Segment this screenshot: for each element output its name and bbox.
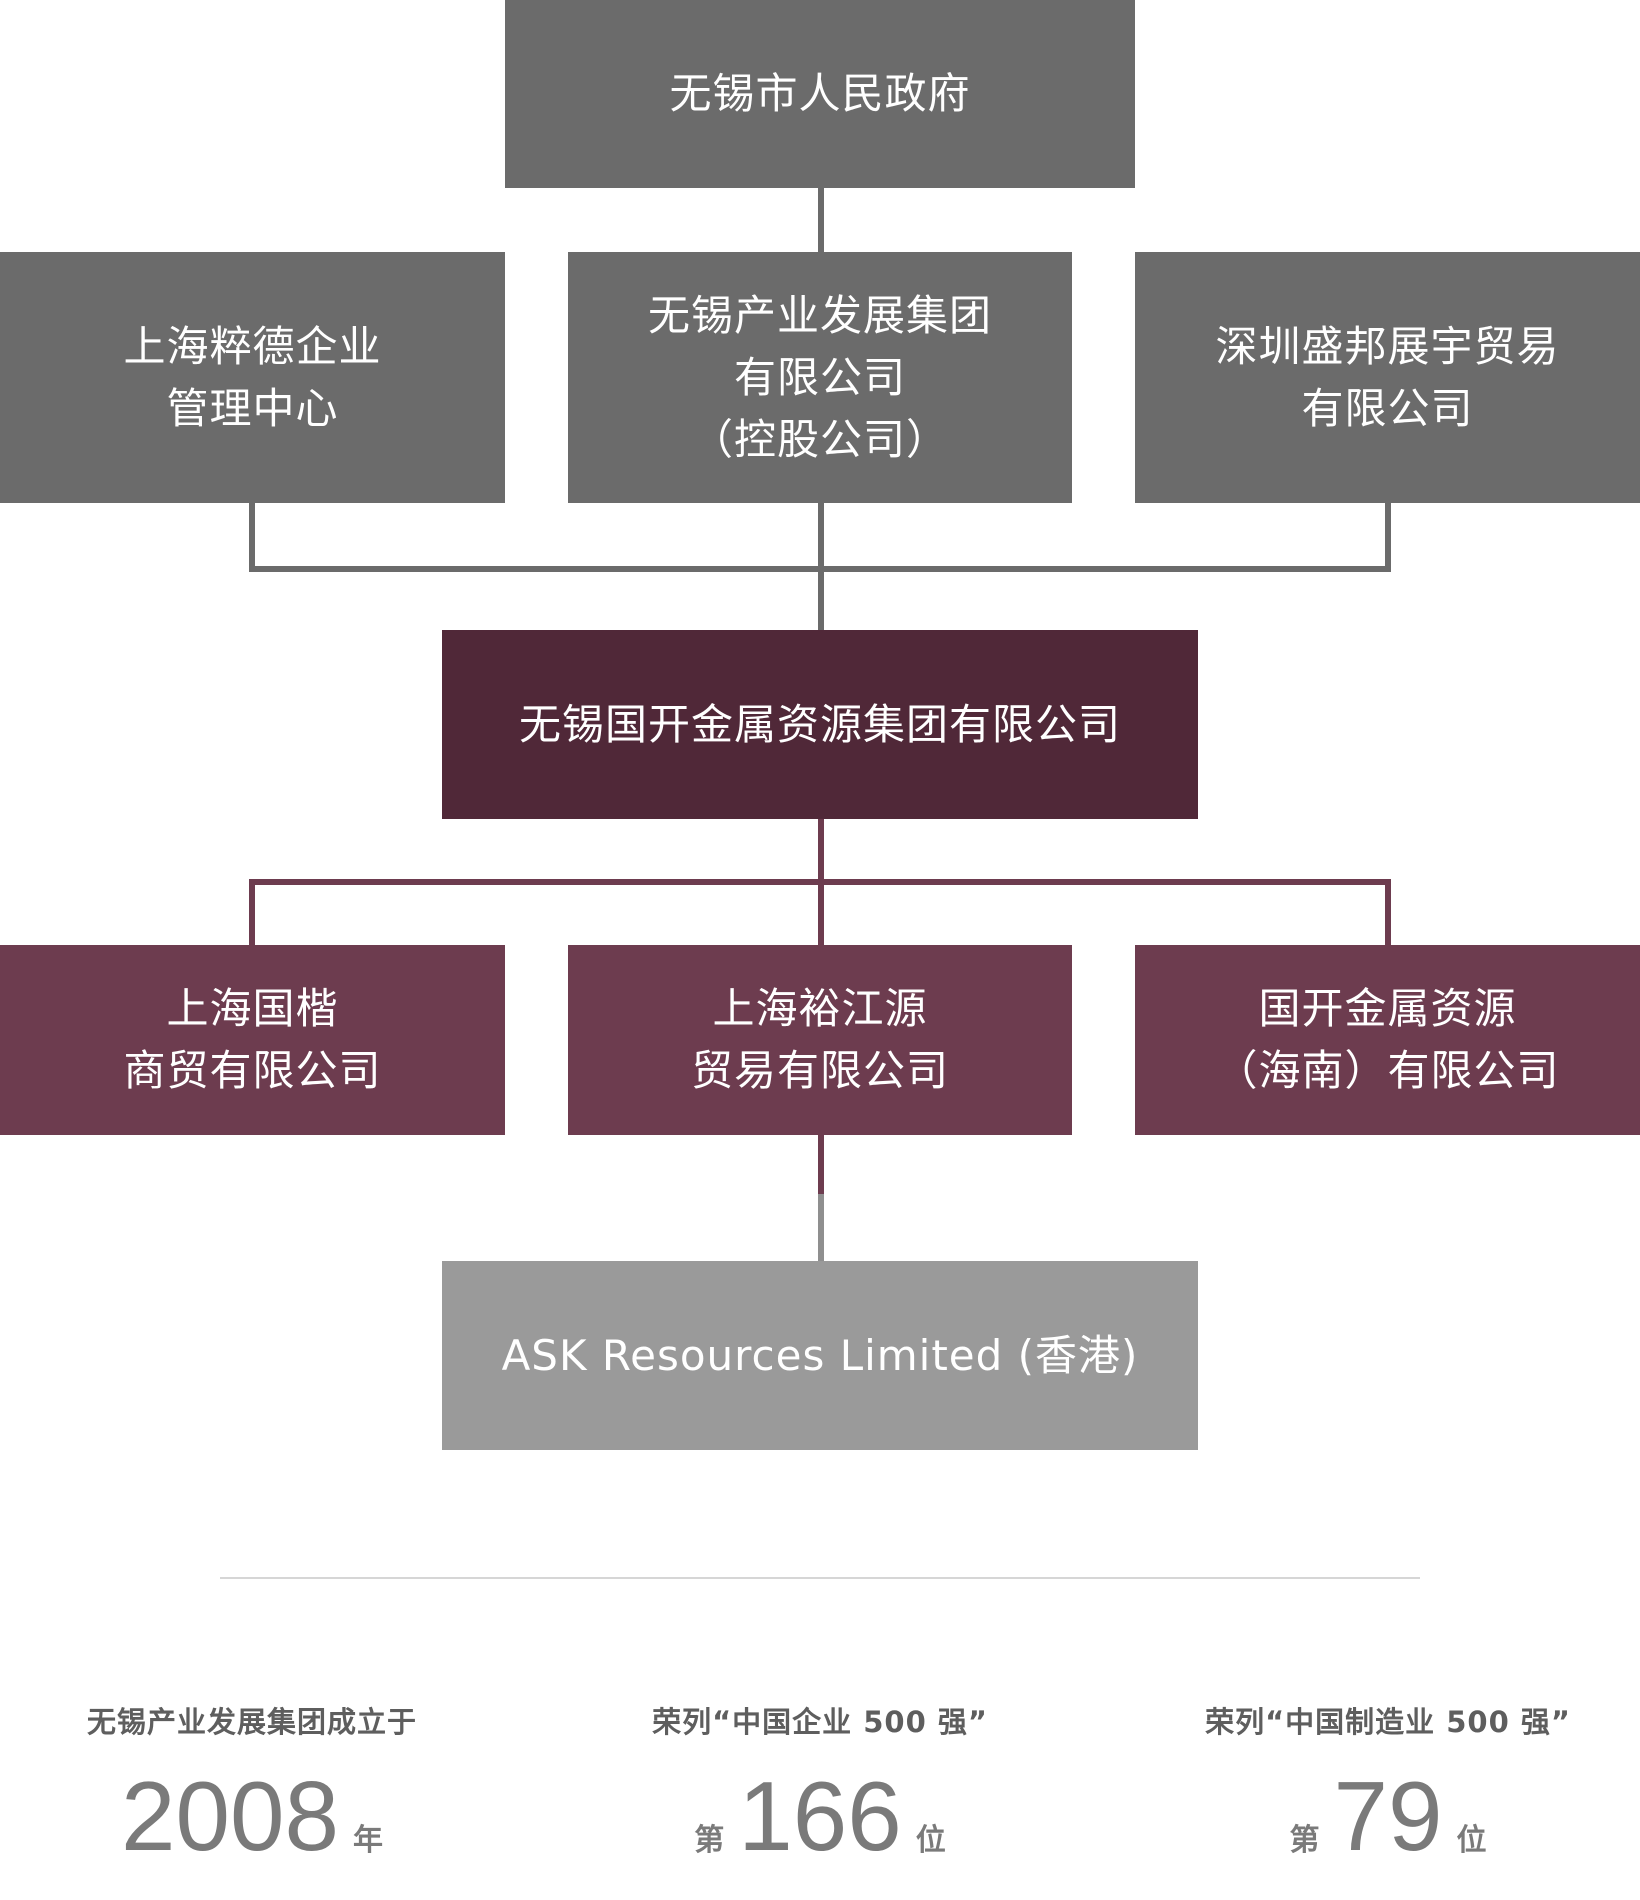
stat-founded-value: 2008	[120, 1761, 339, 1871]
subsidiary-center-line-1: 上海裕江源	[712, 984, 928, 1033]
stat-founded-suffix: 年	[353, 1823, 383, 1858]
connector-center-down	[818, 502, 824, 632]
connector-right-down	[1385, 502, 1391, 570]
subsidiary-box-center: 上海裕江源 贸易有限公司	[568, 945, 1072, 1135]
government-box: 无锡市人民政府	[505, 0, 1135, 188]
shareholder-box-right: 深圳盛邦展宇贸易 有限公司	[1135, 252, 1640, 503]
subsidiary-left-line-1: 上海国楷	[166, 984, 339, 1033]
stat-founded-caption: 无锡产业发展集团成立于	[86, 1705, 417, 1739]
connector-sub-right	[1385, 879, 1391, 948]
stat-founded: 无锡产业发展集团成立于 2008 年	[22, 1700, 482, 1866]
subsidiary-left-line-2: 商贸有限公司	[123, 1046, 382, 1095]
connector-subsidiaries-bar	[249, 879, 1391, 885]
connector-left-down	[249, 502, 255, 570]
government-label: 无锡市人民政府	[669, 69, 971, 118]
subsidiary-right-line-2: （海南）有限公司	[1215, 1046, 1560, 1095]
subsidiary-center-line-2: 贸易有限公司	[690, 1046, 949, 1095]
stat-china-500-prefix: 第	[694, 1823, 725, 1858]
stat-china-500-caption: 荣列“中国企业 500 强”	[652, 1705, 988, 1739]
shareholder-center-line-1: 无锡产业发展集团	[647, 290, 992, 340]
shareholder-box-center: 无锡产业发展集团 有限公司 （控股公司）	[568, 252, 1072, 503]
connector-sub-left	[249, 879, 255, 948]
shareholder-center-line-2: 有限公司	[733, 352, 906, 402]
stat-manufacturing-500-prefix: 第	[1289, 1823, 1320, 1858]
connector-sub-center-hk-top	[818, 1134, 824, 1194]
connector-sub-center-hk-bottom	[818, 1194, 824, 1262]
subsidiary-box-left: 上海国楷 商贸有限公司	[0, 945, 505, 1135]
stat-china-500-suffix: 位	[915, 1823, 946, 1858]
hk-subsidiary-box: ASK Resources Limited (香港)	[442, 1261, 1198, 1450]
stat-manufacturing-500-suffix: 位	[1456, 1823, 1487, 1858]
shareholder-right-line-1: 深圳盛邦展宇贸易	[1215, 321, 1560, 371]
shareholder-left-line-1: 上海粹德企业	[123, 321, 382, 371]
stat-china-500-value: 166	[738, 1761, 902, 1871]
stat-manufacturing-500-value: 79	[1333, 1761, 1443, 1871]
shareholder-center-line-3: （控股公司）	[690, 414, 949, 464]
main-company-label: 无锡国开金属资源集团有限公司	[518, 699, 1121, 749]
connector-gov-center	[818, 187, 824, 253]
shareholder-box-left: 上海粹德企业 管理中心	[0, 252, 505, 503]
shareholder-right-line-2: 有限公司	[1301, 383, 1474, 433]
stat-china-500: 荣列“中国企业 500 强” 第 166 位	[590, 1700, 1050, 1866]
stat-manufacturing-500-caption: 荣列“中国制造业 500 强”	[1205, 1705, 1571, 1739]
subsidiary-right-line-1: 国开金属资源	[1258, 984, 1517, 1033]
section-divider	[220, 1577, 1420, 1579]
main-company-box: 无锡国开金属资源集团有限公司	[442, 630, 1198, 819]
hk-subsidiary-label: ASK Resources Limited (香港)	[501, 1330, 1139, 1380]
subsidiary-box-right: 国开金属资源 （海南）有限公司	[1135, 945, 1640, 1135]
shareholder-left-line-2: 管理中心	[166, 383, 339, 433]
stat-manufacturing-500: 荣列“中国制造业 500 强” 第 79 位	[1158, 1700, 1618, 1866]
